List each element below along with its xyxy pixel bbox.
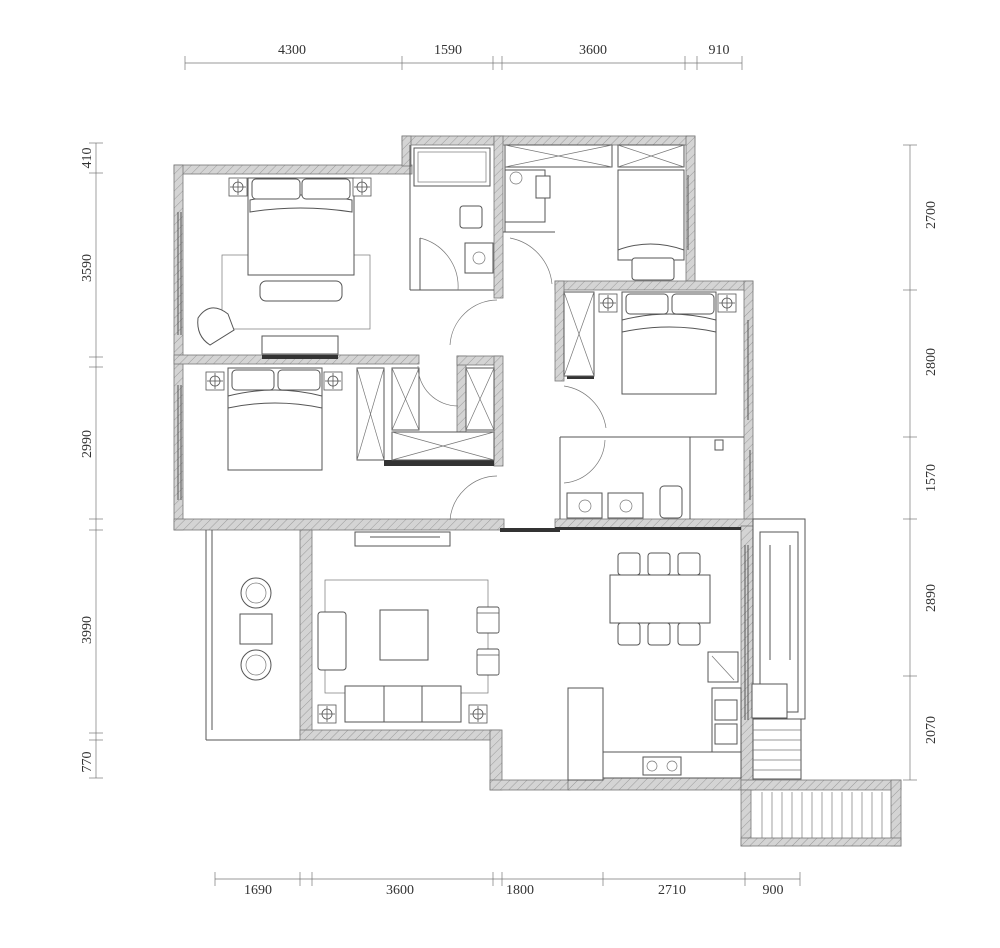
kitchen — [567, 651, 742, 781]
dim-bottom-1: 1690 — [244, 883, 272, 898]
service-balcony — [740, 518, 902, 847]
master-bedroom — [197, 177, 372, 355]
bedroom-lower-left — [205, 299, 498, 521]
dim-top-1: 4300 — [278, 43, 306, 58]
dimension-right: 2700 2800 1570 2890 2070 — [903, 144, 939, 781]
dim-bottom-5: 900 — [763, 883, 784, 898]
bedroom-top-right — [504, 144, 689, 285]
dim-right-2: 2800 — [924, 348, 939, 376]
dim-right-3: 1570 — [924, 464, 939, 492]
dim-bottom-4: 2710 — [658, 883, 686, 898]
walls — [173, 135, 754, 791]
dim-left-2: 3590 — [80, 254, 95, 282]
dim-left-3: 2990 — [80, 430, 95, 458]
dim-left-4: 3990 — [80, 616, 95, 644]
dim-left-1: 410 — [80, 148, 95, 169]
living-room — [317, 579, 500, 724]
dimension-top: 4300 1590 3600 910 — [184, 43, 743, 70]
bathroom-top — [413, 147, 494, 291]
dim-top-3: 3600 — [579, 43, 607, 58]
dim-right-4: 2890 — [924, 584, 939, 612]
dim-top-4: 910 — [709, 43, 730, 58]
dim-right-5: 2070 — [924, 716, 939, 744]
dimension-bottom: 1690 3600 1800 2710 900 — [214, 872, 801, 898]
dimension-left: 410 3590 2990 3990 770 — [80, 142, 103, 779]
bedroom-right — [563, 291, 737, 429]
dim-bottom-2: 3600 — [386, 883, 414, 898]
dim-left-5: 770 — [80, 752, 95, 773]
dining-area — [609, 552, 711, 646]
bathroom-right — [563, 439, 724, 519]
dim-bottom-3: 1800 — [506, 883, 534, 898]
dim-right-1: 2700 — [924, 201, 939, 229]
balcony — [239, 577, 273, 681]
dim-top-2: 1590 — [434, 43, 462, 58]
